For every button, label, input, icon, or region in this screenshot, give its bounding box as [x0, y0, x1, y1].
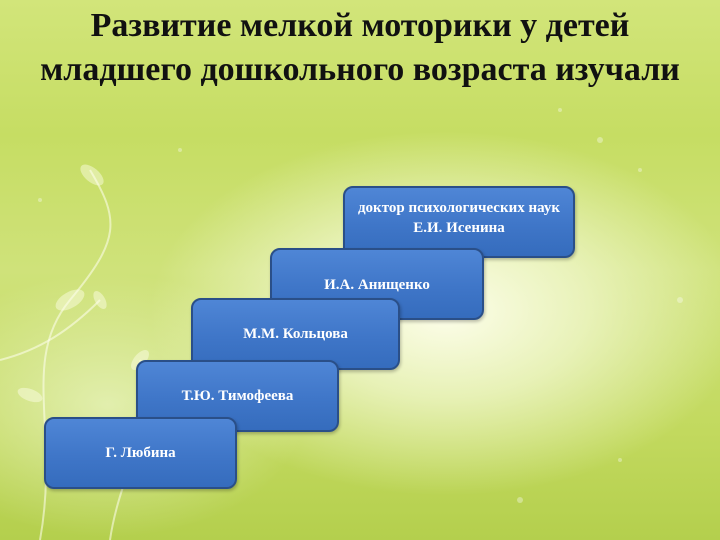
researcher-label: Г. Любина [105, 445, 176, 461]
researcher-label: И.А. Анищенко [324, 277, 430, 293]
researcher-label: доктор психологических наук Е.И. Исенина [357, 200, 561, 236]
researcher-box-lyubina: Г. Любина [44, 417, 237, 489]
researcher-box-timofeeva: Т.Ю. Тимофеева [136, 360, 339, 432]
researcher-box-koltsova: М.М. Кольцова [191, 298, 400, 370]
researcher-box-isenina: доктор психологических наук Е.И. Исенина [343, 186, 575, 258]
researcher-label: Т.Ю. Тимофеева [181, 388, 294, 404]
slide-title: Развитие мелкой моторики у детей младшег… [40, 7, 680, 88]
researcher-label: М.М. Кольцова [243, 326, 348, 342]
